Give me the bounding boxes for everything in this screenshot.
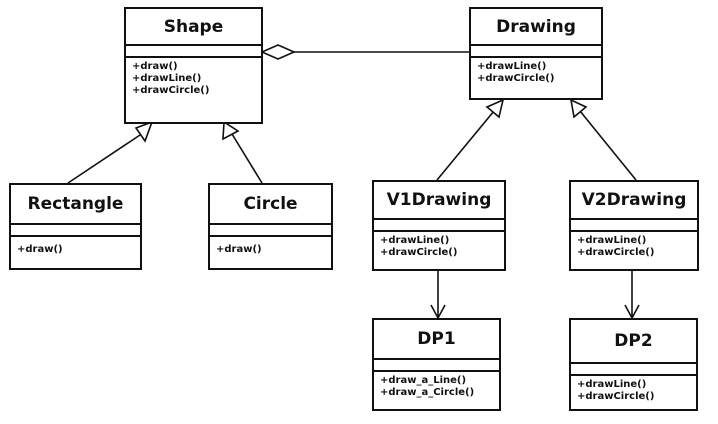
operation: +draw() (17, 244, 63, 255)
class-name: V2Drawing (571, 182, 697, 220)
operation: +drawCircle() (132, 85, 210, 96)
operation: +draw() (216, 244, 262, 255)
class-operations: +draw() (11, 237, 140, 258)
operation: +draw_a_Line() (380, 375, 467, 386)
class-box-rectangle: Rectangle +draw() (9, 183, 142, 270)
class-attributes (11, 225, 140, 237)
class-operations: +drawLine() +drawCircle() (571, 376, 696, 405)
class-box-drawing: Drawing +drawLine() +drawCircle() (469, 7, 603, 100)
generalization-line-v2drawing-drawing (579, 110, 637, 181)
class-attributes (571, 364, 696, 376)
class-attributes (210, 225, 331, 237)
operation: +draw_a_Circle() (380, 387, 475, 398)
class-attributes (471, 46, 601, 58)
operation: +drawLine() (577, 379, 647, 390)
class-operations: +drawLine() +drawCircle() (374, 232, 504, 261)
class-box-v1drawing: V1Drawing +drawLine() +drawCircle() (372, 180, 506, 271)
operation: +drawLine() (132, 73, 202, 84)
class-attributes (571, 220, 697, 232)
class-box-dp2: DP2 +drawLine() +drawCircle() (569, 318, 698, 411)
generalization-arrowhead (222, 120, 240, 141)
class-name: DP2 (571, 320, 696, 364)
class-operations: +draw_a_Line() +draw_a_Circle() (374, 372, 499, 401)
operation: +drawLine() (380, 235, 450, 246)
class-box-v2drawing: V2Drawing +drawLine() +drawCircle() (569, 180, 699, 271)
operation: +drawCircle() (380, 247, 458, 258)
operation: +drawLine() (577, 235, 647, 246)
class-box-circle: Circle +draw() (208, 183, 333, 270)
class-name: Circle (210, 185, 331, 225)
operation: +drawCircle() (477, 73, 555, 84)
class-box-shape: Shape +draw() +drawLine() +drawCircle() (124, 7, 263, 124)
operation: +drawCircle() (577, 247, 655, 258)
class-box-dp1: DP1 +draw_a_Line() +draw_a_Circle() (372, 318, 501, 411)
class-name: DP1 (374, 320, 499, 360)
class-name: Drawing (471, 9, 601, 46)
generalization-arrowhead (134, 120, 154, 143)
class-operations: +draw() (210, 237, 331, 258)
class-name: Rectangle (11, 185, 140, 225)
class-operations: +drawLine() +drawCircle() (571, 232, 697, 261)
class-attributes (374, 220, 504, 232)
class-name: V1Drawing (374, 182, 504, 220)
generalization-line-v1drawing-drawing (436, 110, 495, 181)
generalization-line-rectangle-shape (67, 132, 144, 184)
generalization-arrowhead (485, 98, 505, 119)
class-attributes (126, 46, 261, 58)
generalization-line-circle-shape (231, 133, 263, 184)
operation: +drawLine() (477, 61, 547, 72)
class-operations: +drawLine() +drawCircle() (471, 58, 601, 87)
class-name: Shape (126, 9, 261, 46)
generalization-arrowhead (569, 98, 588, 119)
operation: +drawCircle() (577, 391, 655, 402)
class-attributes (374, 360, 499, 372)
aggregation-diamond (260, 44, 296, 60)
class-operations: +draw() +drawLine() +drawCircle() (126, 58, 261, 99)
operation: +draw() (132, 61, 178, 72)
